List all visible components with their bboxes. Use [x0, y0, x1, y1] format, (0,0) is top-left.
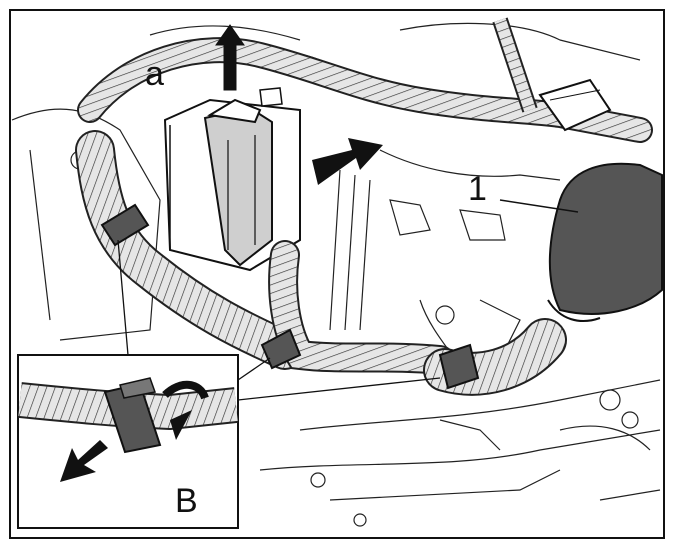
upper-connector: [538, 78, 612, 132]
arrow-right-icon: [312, 138, 383, 185]
arrow-up-icon: [215, 24, 245, 91]
clip-left: [100, 203, 150, 247]
connector-a: [203, 98, 273, 267]
clip-middle: [260, 328, 302, 370]
clip-right: [438, 343, 480, 390]
label-1: 1: [468, 170, 487, 208]
label-b: B: [175, 482, 198, 520]
upper-right-wire: [494, 18, 536, 112]
arrow-down-left-icon: [60, 440, 108, 482]
top-harness: [79, 39, 651, 141]
label-a: a: [145, 55, 164, 93]
detail-inset-b: [17, 354, 239, 529]
rotate-arrow-icon: [162, 380, 209, 440]
left-harness: [77, 132, 303, 368]
leader-line-1: [499, 199, 579, 213]
callout-leaders: [117, 239, 441, 401]
rubber-boot: [547, 162, 663, 322]
